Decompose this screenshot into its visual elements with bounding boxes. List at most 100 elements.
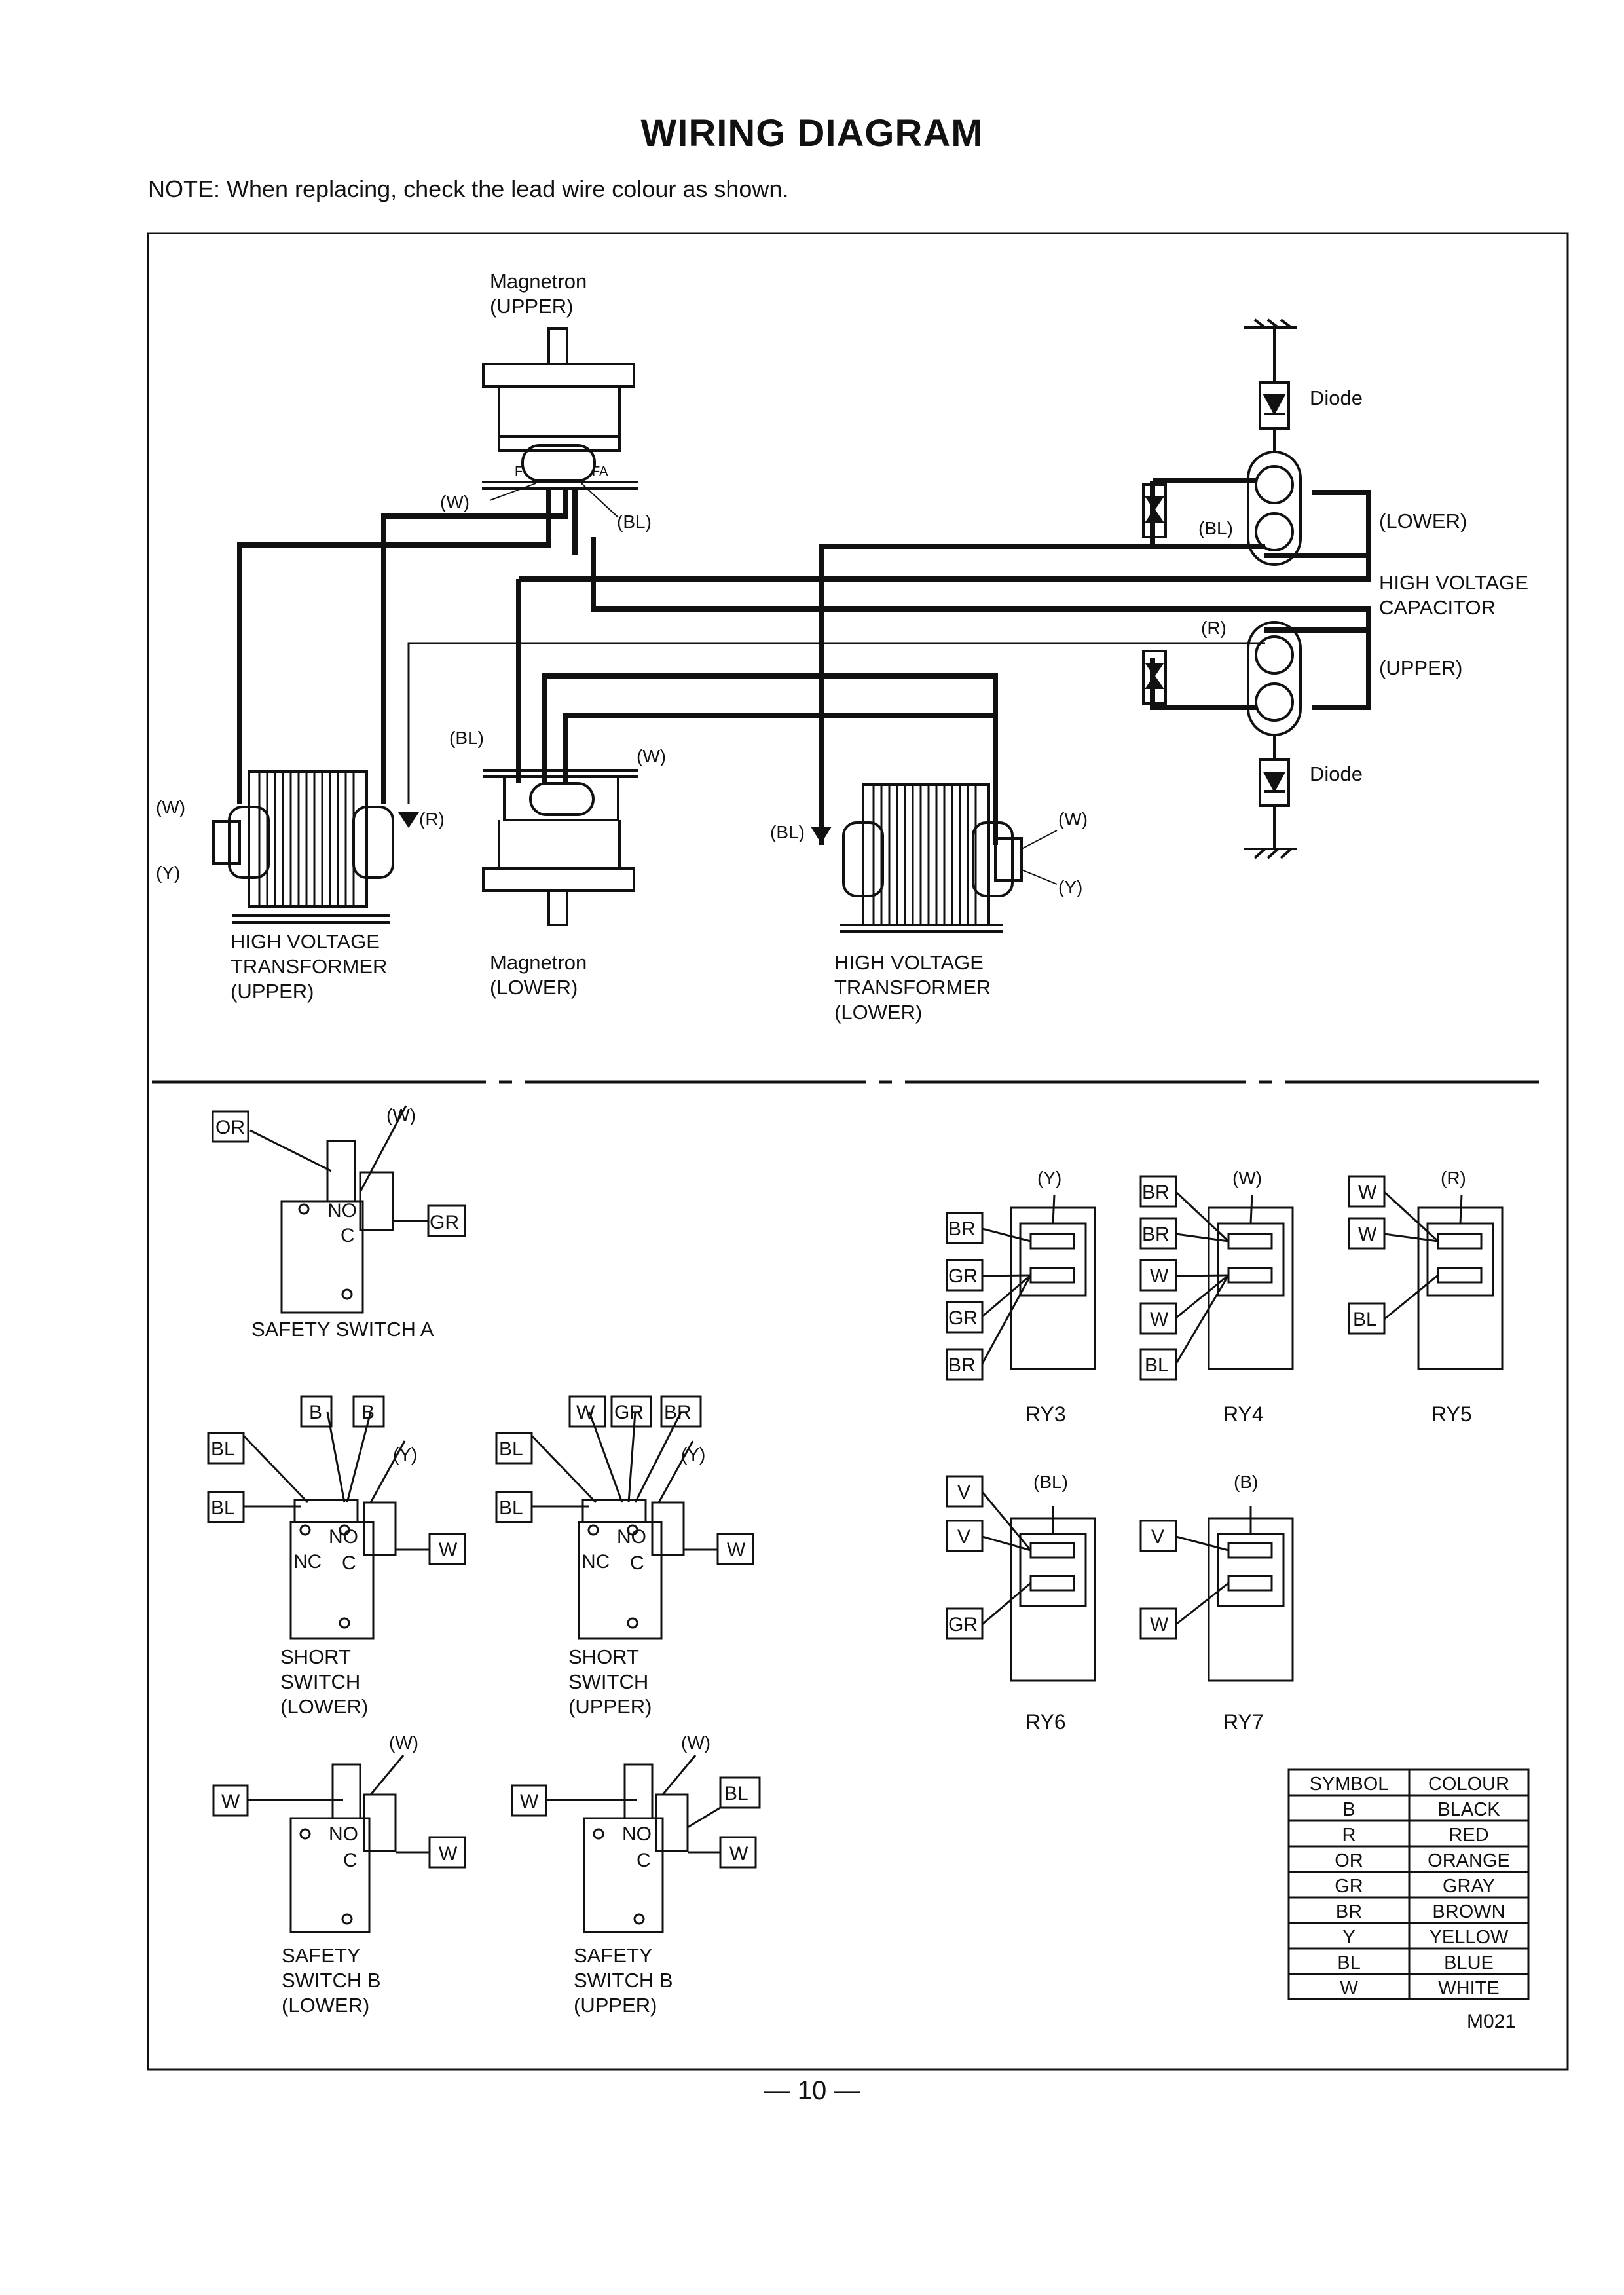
page-number: — 10 —: [764, 2076, 860, 2105]
label-bl: BL: [1145, 1354, 1169, 1376]
short-switch-lower: [207, 1395, 466, 1640]
table-cell: RED: [1449, 1825, 1488, 1846]
table-cell: Y: [1342, 1927, 1355, 1948]
label-gr: GR: [430, 1212, 459, 1233]
label-c: C: [342, 1552, 356, 1574]
label-w-paren: (W): [386, 1105, 416, 1125]
relay-ry3-label: RY3: [1025, 1402, 1066, 1426]
arrow-icon: [398, 812, 419, 828]
hv-capacitor-upper: [1142, 621, 1302, 736]
label-bl: BL: [211, 1438, 235, 1460]
safety-switch-b-lower-label: SAFETY: [282, 1944, 361, 1967]
label-br: BR: [1142, 1182, 1170, 1203]
label-no: NO: [622, 1823, 652, 1845]
diagram-frame: [147, 232, 1569, 2071]
safety-switch-b-upper-label: (UPPER): [574, 1994, 657, 2017]
figure-code: M021: [1467, 2011, 1516, 2032]
label-w: W: [1150, 1265, 1169, 1287]
hvt-lower-label: (LOWER): [834, 1001, 922, 1024]
magnetron-upper-label: Magnetron: [490, 270, 587, 293]
label-bl: BL: [724, 1783, 748, 1804]
short-switch-upper-label: SHORT: [568, 1645, 639, 1668]
colour-table: [1287, 1768, 1530, 2000]
label-v: V: [957, 1482, 970, 1503]
label-b: B: [309, 1402, 322, 1423]
label-w: (W): [1232, 1168, 1262, 1188]
relay-ry7-label: RY7: [1223, 1710, 1264, 1734]
colour-table-text: SYMBOL COLOUR B BLACK R RED OR ORANGE GR…: [1310, 1774, 1510, 1999]
table-header-colour: COLOUR: [1428, 1774, 1509, 1795]
magnetron-lower-label: Magnetron: [490, 951, 587, 974]
table-cell: GR: [1335, 1876, 1363, 1897]
table-cell: BLACK: [1437, 1799, 1500, 1820]
label-bl: BL: [499, 1497, 523, 1519]
thin-wiring: [407, 546, 1265, 845]
wire-label-r-hvt-upper: (R): [419, 809, 445, 829]
wire-label-w-hvt-lower: (W): [1058, 809, 1088, 829]
label-w: W: [221, 1791, 240, 1812]
label-gr: GR: [948, 1307, 978, 1329]
main-wiring: [237, 478, 1371, 845]
hvt-upper-label: (UPPER): [231, 980, 314, 1003]
label-w: W: [439, 1843, 458, 1865]
label-or: OR: [215, 1117, 245, 1138]
label-y: (Y): [1037, 1168, 1061, 1188]
label-gr: GR: [948, 1614, 978, 1635]
arrow-icon: [811, 827, 832, 844]
safety-switch-b-upper-label: SAFETY: [574, 1944, 653, 1967]
label-br: BR: [948, 1218, 976, 1240]
label-w: W: [1150, 1614, 1169, 1635]
relay-ry5-label: RY5: [1431, 1402, 1472, 1426]
safety-switch-a-label: SAFETY SWITCH A: [251, 1318, 434, 1341]
label-w: W: [1150, 1309, 1169, 1330]
label-bl-paren: (BL): [1033, 1472, 1068, 1492]
hv-capacitor-lower: [1142, 451, 1302, 566]
relay-ry6-label: RY6: [1025, 1710, 1066, 1734]
table-cell: ORANGE: [1428, 1850, 1510, 1871]
table-cell: BROWN: [1432, 1901, 1505, 1922]
diode-upper: [1244, 318, 1297, 452]
label-v: V: [957, 1526, 970, 1548]
label-no: NO: [329, 1823, 358, 1845]
wire-label-bl-hvt-lower: (BL): [770, 822, 805, 842]
relay-ry7: [1139, 1506, 1294, 1682]
label-no: NO: [617, 1526, 646, 1548]
table-cell: GRAY: [1443, 1876, 1495, 1897]
cap-lower-label: (LOWER): [1379, 510, 1467, 532]
label-c: C: [343, 1850, 358, 1871]
wire-label-bl: (BL): [617, 512, 652, 532]
short-switch-upper: [495, 1395, 754, 1640]
label-bl: BL: [1353, 1309, 1377, 1330]
label-w: W: [439, 1539, 458, 1561]
pin-label-fa: FA: [592, 464, 608, 479]
label-c: C: [341, 1225, 355, 1246]
label-c: C: [630, 1552, 644, 1574]
label-w: W: [729, 1843, 748, 1865]
short-switch-lower-label: SHORT: [280, 1645, 351, 1668]
safety-switch-a: [212, 1105, 466, 1314]
wire-label-r-cap: (R): [1201, 618, 1227, 638]
table-cell: R: [1342, 1825, 1356, 1846]
label-w-paren: (W): [681, 1732, 710, 1753]
label-w: W: [1358, 1223, 1377, 1245]
replacement-note: NOTE: When replacing, check the lead wir…: [148, 176, 789, 202]
label-w: W: [727, 1539, 746, 1561]
short-switch-upper-label: SWITCH: [568, 1670, 648, 1693]
label-b-paren: (B): [1234, 1472, 1258, 1492]
magnetron-lower: [482, 769, 638, 926]
table-cell: BL: [1337, 1952, 1360, 1973]
label-w: W: [576, 1402, 595, 1423]
safety-switch-b-upper-label: SWITCH B: [574, 1969, 673, 1992]
relay-ry4-label: RY4: [1223, 1402, 1264, 1426]
table-header-symbol: SYMBOL: [1310, 1774, 1389, 1795]
label-y-paren: (Y): [393, 1444, 417, 1465]
table-cell: BLUE: [1444, 1952, 1494, 1973]
magnetron-lower-label: (LOWER): [490, 976, 578, 999]
relay-ry6: [946, 1475, 1096, 1682]
label-b: B: [361, 1402, 375, 1423]
hvt-upper-label: TRANSFORMER: [231, 955, 387, 978]
short-switch-lower-label: SWITCH: [280, 1670, 360, 1693]
wire-label-y-hvt-lower: (Y): [1058, 877, 1082, 897]
label-w-paren: (W): [389, 1732, 418, 1753]
